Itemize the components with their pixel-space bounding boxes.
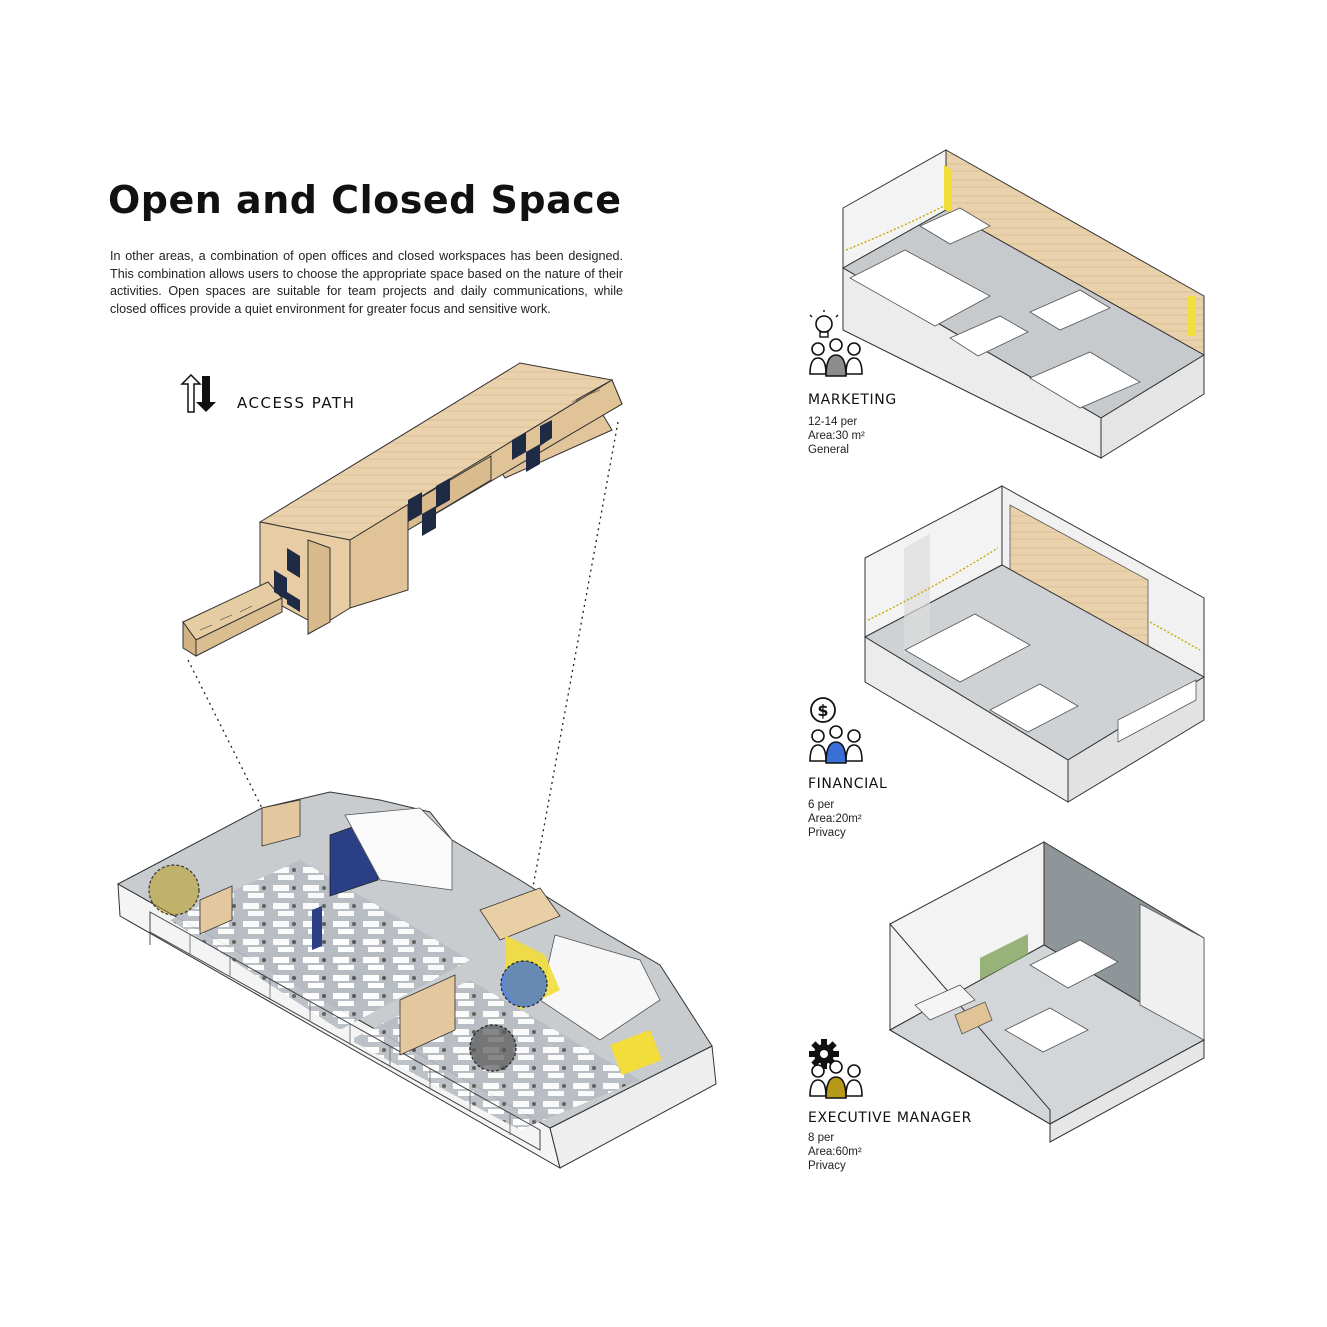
marketing-zone-marker [148,864,200,916]
executive-manager-label: EXECUTIVE MANAGER [808,1110,972,1126]
financial-people-icon [809,725,863,764]
access-path-legend: ACCESS PATH [180,374,380,414]
access-path-label: ACCESS PATH [237,394,356,412]
marketing-label: MARKETING [808,392,897,408]
executive-type: Privacy [808,1160,846,1172]
svg-text:$: $ [817,701,828,720]
marketing-people-icon [809,338,863,377]
financial-zone-marker [500,960,548,1008]
projection-lines [187,421,619,959]
financial-label: FINANCIAL [808,776,888,792]
access-path-corridor [182,362,623,657]
marketing-area: Area:30 m² [808,430,865,442]
financial-capacity: 6 per [808,799,835,811]
page-title: Open and Closed Space [108,178,622,222]
executive-accent-figure [825,1076,847,1099]
executive-people-icon [809,1060,863,1099]
marketing-type: General [808,444,849,456]
marketing-accent-figure [825,354,847,377]
office-floor-plan [116,791,717,1170]
dollar-icon: $ [810,697,836,723]
marketing-room-drawing [841,149,1205,459]
executive-capacity: 8 per [808,1132,835,1144]
executive-area: Area:60m² [808,1146,862,1158]
financial-area: Area:20m² [808,813,862,825]
financial-room-drawing [863,485,1205,803]
description-paragraph: In other areas, a combination of open of… [110,249,623,316]
financial-type: Privacy [808,827,846,839]
up-down-arrows-icon [180,374,216,413]
lightbulb-icon [809,310,839,338]
executive-zone-marker [469,1024,517,1072]
financial-accent-figure [825,741,847,764]
marketing-capacity: 12-14 per [808,416,858,428]
executive-room-drawing [888,841,1206,1143]
